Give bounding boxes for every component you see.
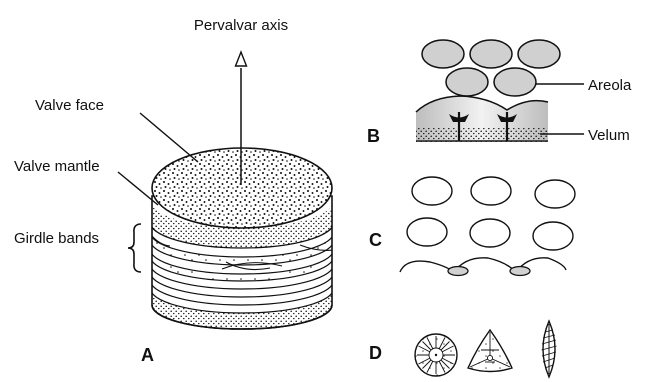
panel-label-b: B bbox=[367, 126, 380, 146]
valve-shapes-illustration bbox=[415, 321, 557, 377]
panel-label-a: A bbox=[141, 345, 154, 365]
areola-label: Areola bbox=[588, 77, 632, 94]
areola-cross-section bbox=[416, 96, 548, 142]
areola-top-view bbox=[422, 40, 560, 96]
velum-label: Velum bbox=[588, 127, 630, 144]
pervalvar-axis-arrowhead bbox=[236, 52, 247, 66]
panel-label-c: C bbox=[369, 230, 382, 250]
girdle-bands-brace bbox=[128, 224, 141, 272]
open-areolae-cross-section bbox=[400, 258, 566, 272]
triangular-valve bbox=[468, 330, 512, 372]
valve-mantle-label: Valve mantle bbox=[14, 158, 100, 175]
frustule-illustration bbox=[150, 52, 334, 330]
pennate-valve bbox=[542, 321, 557, 377]
open-areolae-illustration bbox=[400, 177, 575, 276]
panel-label-d: D bbox=[369, 343, 382, 363]
pervalvar-axis-label: Pervalvar axis bbox=[194, 17, 288, 34]
valve-face-leader bbox=[140, 113, 198, 162]
areola-section-illustration bbox=[416, 40, 584, 142]
girdle-bands-label: Girdle bands bbox=[14, 230, 99, 247]
centric-valve bbox=[415, 334, 457, 376]
valve-face-label: Valve face bbox=[35, 97, 104, 114]
